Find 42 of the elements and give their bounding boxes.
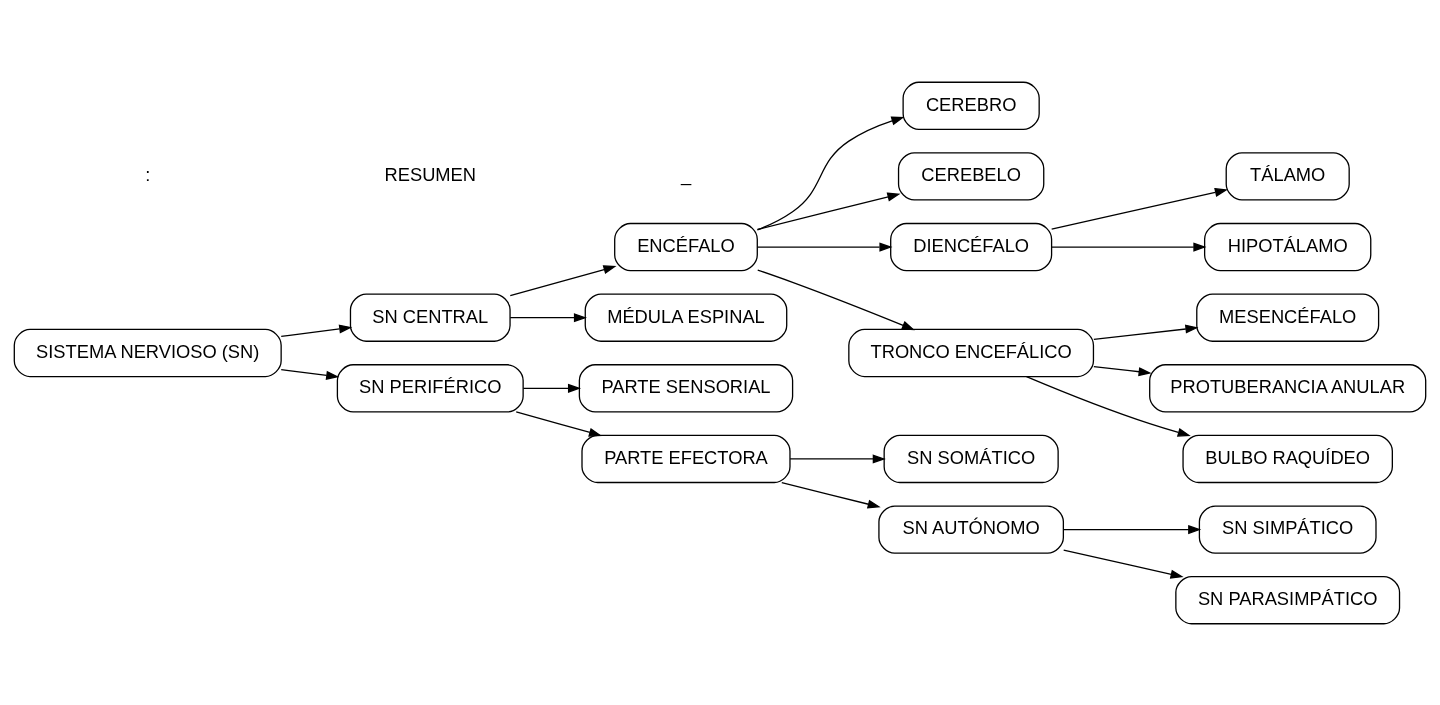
arrow xyxy=(781,481,881,509)
arrow xyxy=(756,115,905,230)
node-box: SISTEMA NERVIOSO (SN) xyxy=(13,328,282,377)
node-box: MESENCÉFALO xyxy=(1196,293,1380,342)
arrow xyxy=(1063,548,1184,579)
arrow xyxy=(789,453,886,464)
arrow xyxy=(756,192,901,230)
node-box: CEREBRO xyxy=(902,81,1040,130)
node-box: SN CENTRAL xyxy=(349,293,511,342)
arrow xyxy=(522,383,582,393)
arrow xyxy=(280,368,340,380)
node-box: PARTE SENSORIAL xyxy=(578,363,794,412)
arrow xyxy=(280,323,353,337)
node-box: PARTE EFECTORA xyxy=(581,434,791,483)
node-box: PROTUBERANCIA ANULAR xyxy=(1149,363,1427,412)
node-box: SN AUTÓNOMO xyxy=(878,504,1064,554)
node-box: DIENCÉFALO xyxy=(890,222,1053,271)
node-box: SN SIMPÁTICO xyxy=(1198,504,1377,554)
node-box: SN PARASIMPÁTICO xyxy=(1175,575,1401,624)
arrow xyxy=(1093,365,1152,376)
node-box: HIPOTÁLAMO xyxy=(1204,222,1372,271)
label: _ xyxy=(680,163,692,185)
arrow xyxy=(1025,375,1191,437)
arrow xyxy=(515,410,603,437)
arrow xyxy=(509,264,617,296)
arrow xyxy=(1051,241,1207,252)
node-box: MÉDULA ESPINAL xyxy=(584,293,788,342)
node-box: SN SOMÁTICO xyxy=(883,434,1059,483)
label: : xyxy=(145,163,151,185)
node-box: SN PERIFÉRICO xyxy=(336,363,524,412)
arrow xyxy=(1093,323,1199,340)
node-box: TRONCO ENCEFÁLICO xyxy=(848,328,1095,377)
arrow xyxy=(756,241,893,252)
label: RESUMEN xyxy=(384,163,477,185)
node-box: ENCÉFALO xyxy=(614,222,758,271)
node-box: BULBO RAQUÍDEO xyxy=(1182,434,1393,483)
arrow xyxy=(509,312,587,322)
node-box: TÁLAMO xyxy=(1225,151,1350,201)
node-box: CEREBELO xyxy=(897,151,1045,201)
arrow xyxy=(1051,187,1228,230)
arrow xyxy=(757,268,915,330)
arrow xyxy=(1063,524,1202,534)
